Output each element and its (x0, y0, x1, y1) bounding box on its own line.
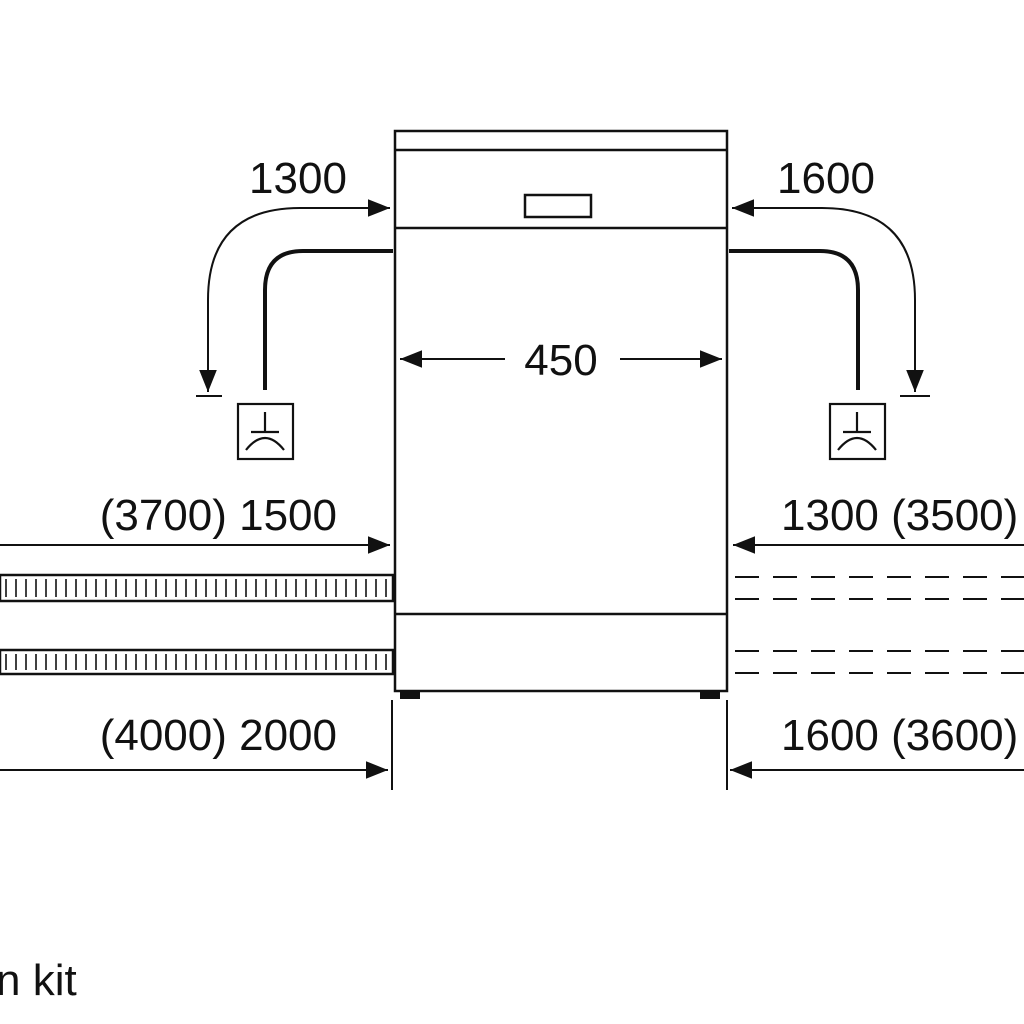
drain-hose-right-label: 1600 (3600) (781, 711, 1018, 760)
width-label: 450 (524, 336, 597, 385)
inlet-left-label: (3700) 1500 (100, 491, 337, 540)
left-drain-label: 1300 (249, 154, 347, 203)
dishwasher-feet (400, 691, 720, 699)
dashed-hoses-right (735, 576, 1024, 674)
right-drain-label: 1600 (777, 154, 875, 203)
left-drain-hose (263, 249, 393, 390)
control-panel-display (523, 193, 593, 219)
left-drain-arc (199, 207, 386, 392)
dishwasher-body (393, 129, 729, 693)
inlet-right-label: 1300 (3500) (781, 491, 1018, 540)
drain-outlet-icon (236, 402, 295, 461)
drain-outlet-icon (828, 402, 887, 461)
corrugated-hoses-left (0, 573, 395, 676)
corrugated-hose-2 (0, 648, 395, 676)
foot-right (700, 691, 720, 699)
corrugated-hose-1 (0, 573, 395, 603)
caption-text: n kit (0, 956, 77, 1005)
right-drain-arc (752, 207, 924, 392)
right-drain-hose (729, 249, 860, 390)
foot-left (400, 691, 420, 699)
dishwasher (393, 129, 729, 693)
drain-hose-left-label: (4000) 2000 (100, 711, 337, 760)
